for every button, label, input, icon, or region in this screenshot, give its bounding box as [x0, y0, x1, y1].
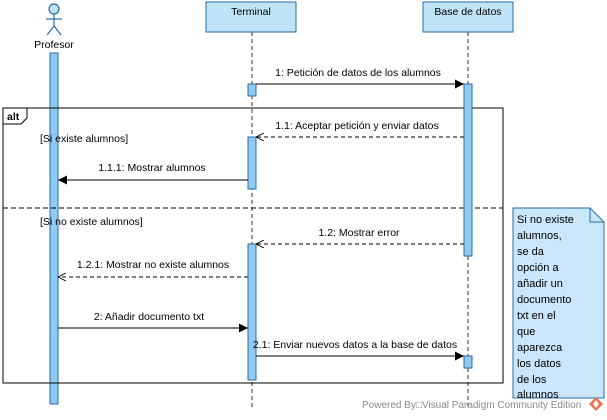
note-line: aparezca [517, 342, 563, 354]
watermark: Powered By□Visual Paradigm Community Edi… [362, 400, 581, 411]
message-label: 1.1.1: Mostrar alumnos [98, 162, 205, 174]
message-label: 1: Petición de datos de los alumnos [275, 67, 441, 79]
lifeline-label-db: Base de datos [434, 6, 501, 18]
activation-terminal-2 [247, 136, 257, 190]
alt-fragment[interactable]: alt [Si existe alumnos] [Si no existe al… [2, 107, 504, 384]
actor-profesor[interactable]: Profesor [34, 3, 74, 51]
activation-db-1 [463, 83, 473, 257]
message-1-1-1[interactable]: 1.1.1: Mostrar alumnos [58, 162, 248, 185]
note-line: los datos [517, 358, 562, 370]
note-line: que [517, 326, 535, 338]
note-line: opción a [517, 262, 559, 274]
message-2-1[interactable]: 2.1: Enviar nuevos datos a la base de da… [253, 339, 464, 361]
message-label: 1.2.1: Mostrar no existe alumnos [77, 259, 229, 271]
activation-profesor [49, 52, 59, 405]
lifeline-label-terminal: Terminal [231, 6, 271, 18]
message-1-2[interactable]: 1.2: Mostrar error [256, 227, 464, 244]
fragment-operator: alt [7, 111, 20, 123]
message-label: 2.1: Enviar nuevos datos a la base de da… [253, 339, 457, 351]
note-line: se da [517, 246, 545, 258]
note-line: añadir un [517, 278, 563, 290]
fragment-guard-2: [Si no existe alumnos] [40, 216, 143, 228]
lifeline-head-db[interactable]: Base de datos [422, 1, 514, 33]
activation-terminal-1 [247, 83, 257, 97]
visual-paradigm-logo-icon [589, 397, 603, 411]
note[interactable]: Si no existe alumnos, se da opción a aña… [512, 207, 605, 401]
message-1[interactable]: 1: Petición de datos de los alumnos [256, 67, 464, 89]
message-1-1[interactable]: 1.1: Aceptar petición y enviar datos [256, 120, 464, 137]
note-line: documento [517, 294, 571, 306]
note-line: alumnos, [517, 230, 562, 242]
message-label: 1.1: Aceptar petición y enviar datos [275, 120, 438, 132]
note-line: alumnos [517, 389, 559, 401]
activation-terminal-3 [247, 243, 257, 381]
note-line: de los [517, 374, 547, 386]
lifeline-head-terminal[interactable]: Terminal [205, 1, 297, 33]
message-label: 1.2: Mostrar error [318, 227, 400, 239]
stick-figure-icon [46, 3, 62, 36]
fragment-guard-1: [Si existe alumnos] [40, 133, 128, 145]
note-line: txt en el [517, 310, 556, 322]
message-label: 2: Añadir documento txt [94, 311, 204, 323]
message-1-2-1[interactable]: 1.2.1: Mostrar no existe alumnos [58, 259, 248, 277]
note-line: Si no existe [517, 214, 574, 226]
message-2[interactable]: 2: Añadir documento txt [58, 311, 248, 333]
actor-label: Profesor [34, 39, 74, 51]
activation-db-2 [463, 355, 473, 369]
